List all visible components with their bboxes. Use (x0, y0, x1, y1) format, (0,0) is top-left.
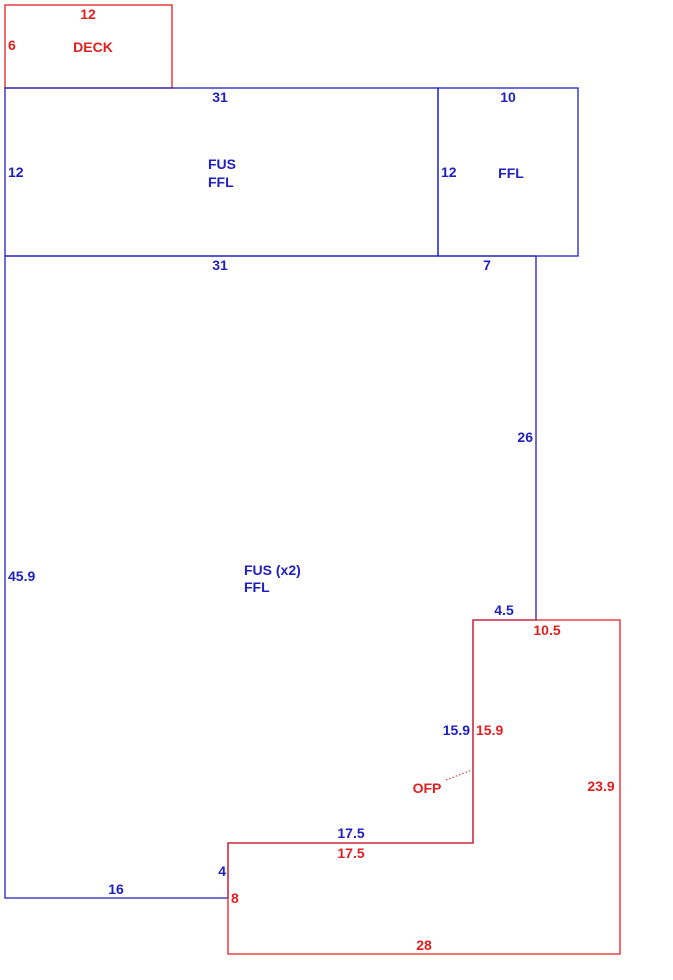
upper-right-dim-left: 12 (441, 164, 457, 180)
main-dim-bottom: 16 (108, 881, 124, 897)
deck-label: DECK (73, 39, 113, 55)
porch-dim-left-upper: 15.9 (476, 722, 503, 738)
porch-dim-inner-top: 17.5 (337, 845, 364, 861)
upper-main-label-line1: FUS (208, 156, 236, 172)
main-label-line2: FFL (244, 579, 270, 595)
upper-main-dim-left: 12 (8, 164, 24, 180)
upper-right-dim-top: 10 (500, 89, 516, 105)
main-dim-step-side: 15.9 (443, 722, 470, 738)
upper-main-dim-bottom: 31 (212, 257, 228, 273)
porch-outline (227, 619, 621, 955)
main-label-line1: FUS (x2) (244, 562, 301, 578)
main-dim-step-bottom: 17.5 (337, 825, 364, 841)
porch-label: OFP (413, 780, 442, 796)
porch-label-leader (445, 769, 473, 781)
main-dim-notch-side: 4 (218, 863, 226, 879)
porch-dim-bottom: 28 (416, 937, 432, 953)
porch-dim-top: 10.5 (533, 622, 560, 638)
main-dim-right: 26 (517, 429, 533, 445)
porch-dim-right: 23.9 (587, 778, 614, 794)
upper-main-dim-top: 31 (212, 89, 228, 105)
deck-dim-top: 12 (80, 6, 96, 22)
upper-main-label-line2: FFL (208, 174, 234, 190)
upper-right-dim-bottom: 7 (483, 257, 491, 273)
deck-dim-left: 6 (8, 37, 16, 53)
main-dim-left: 45.9 (8, 568, 35, 584)
main-dim-step-top: 4.5 (494, 602, 514, 618)
upper-main-outline (4, 87, 439, 257)
upper-right-label: FFL (498, 165, 524, 181)
porch-dim-left-lower: 8 (231, 890, 239, 906)
